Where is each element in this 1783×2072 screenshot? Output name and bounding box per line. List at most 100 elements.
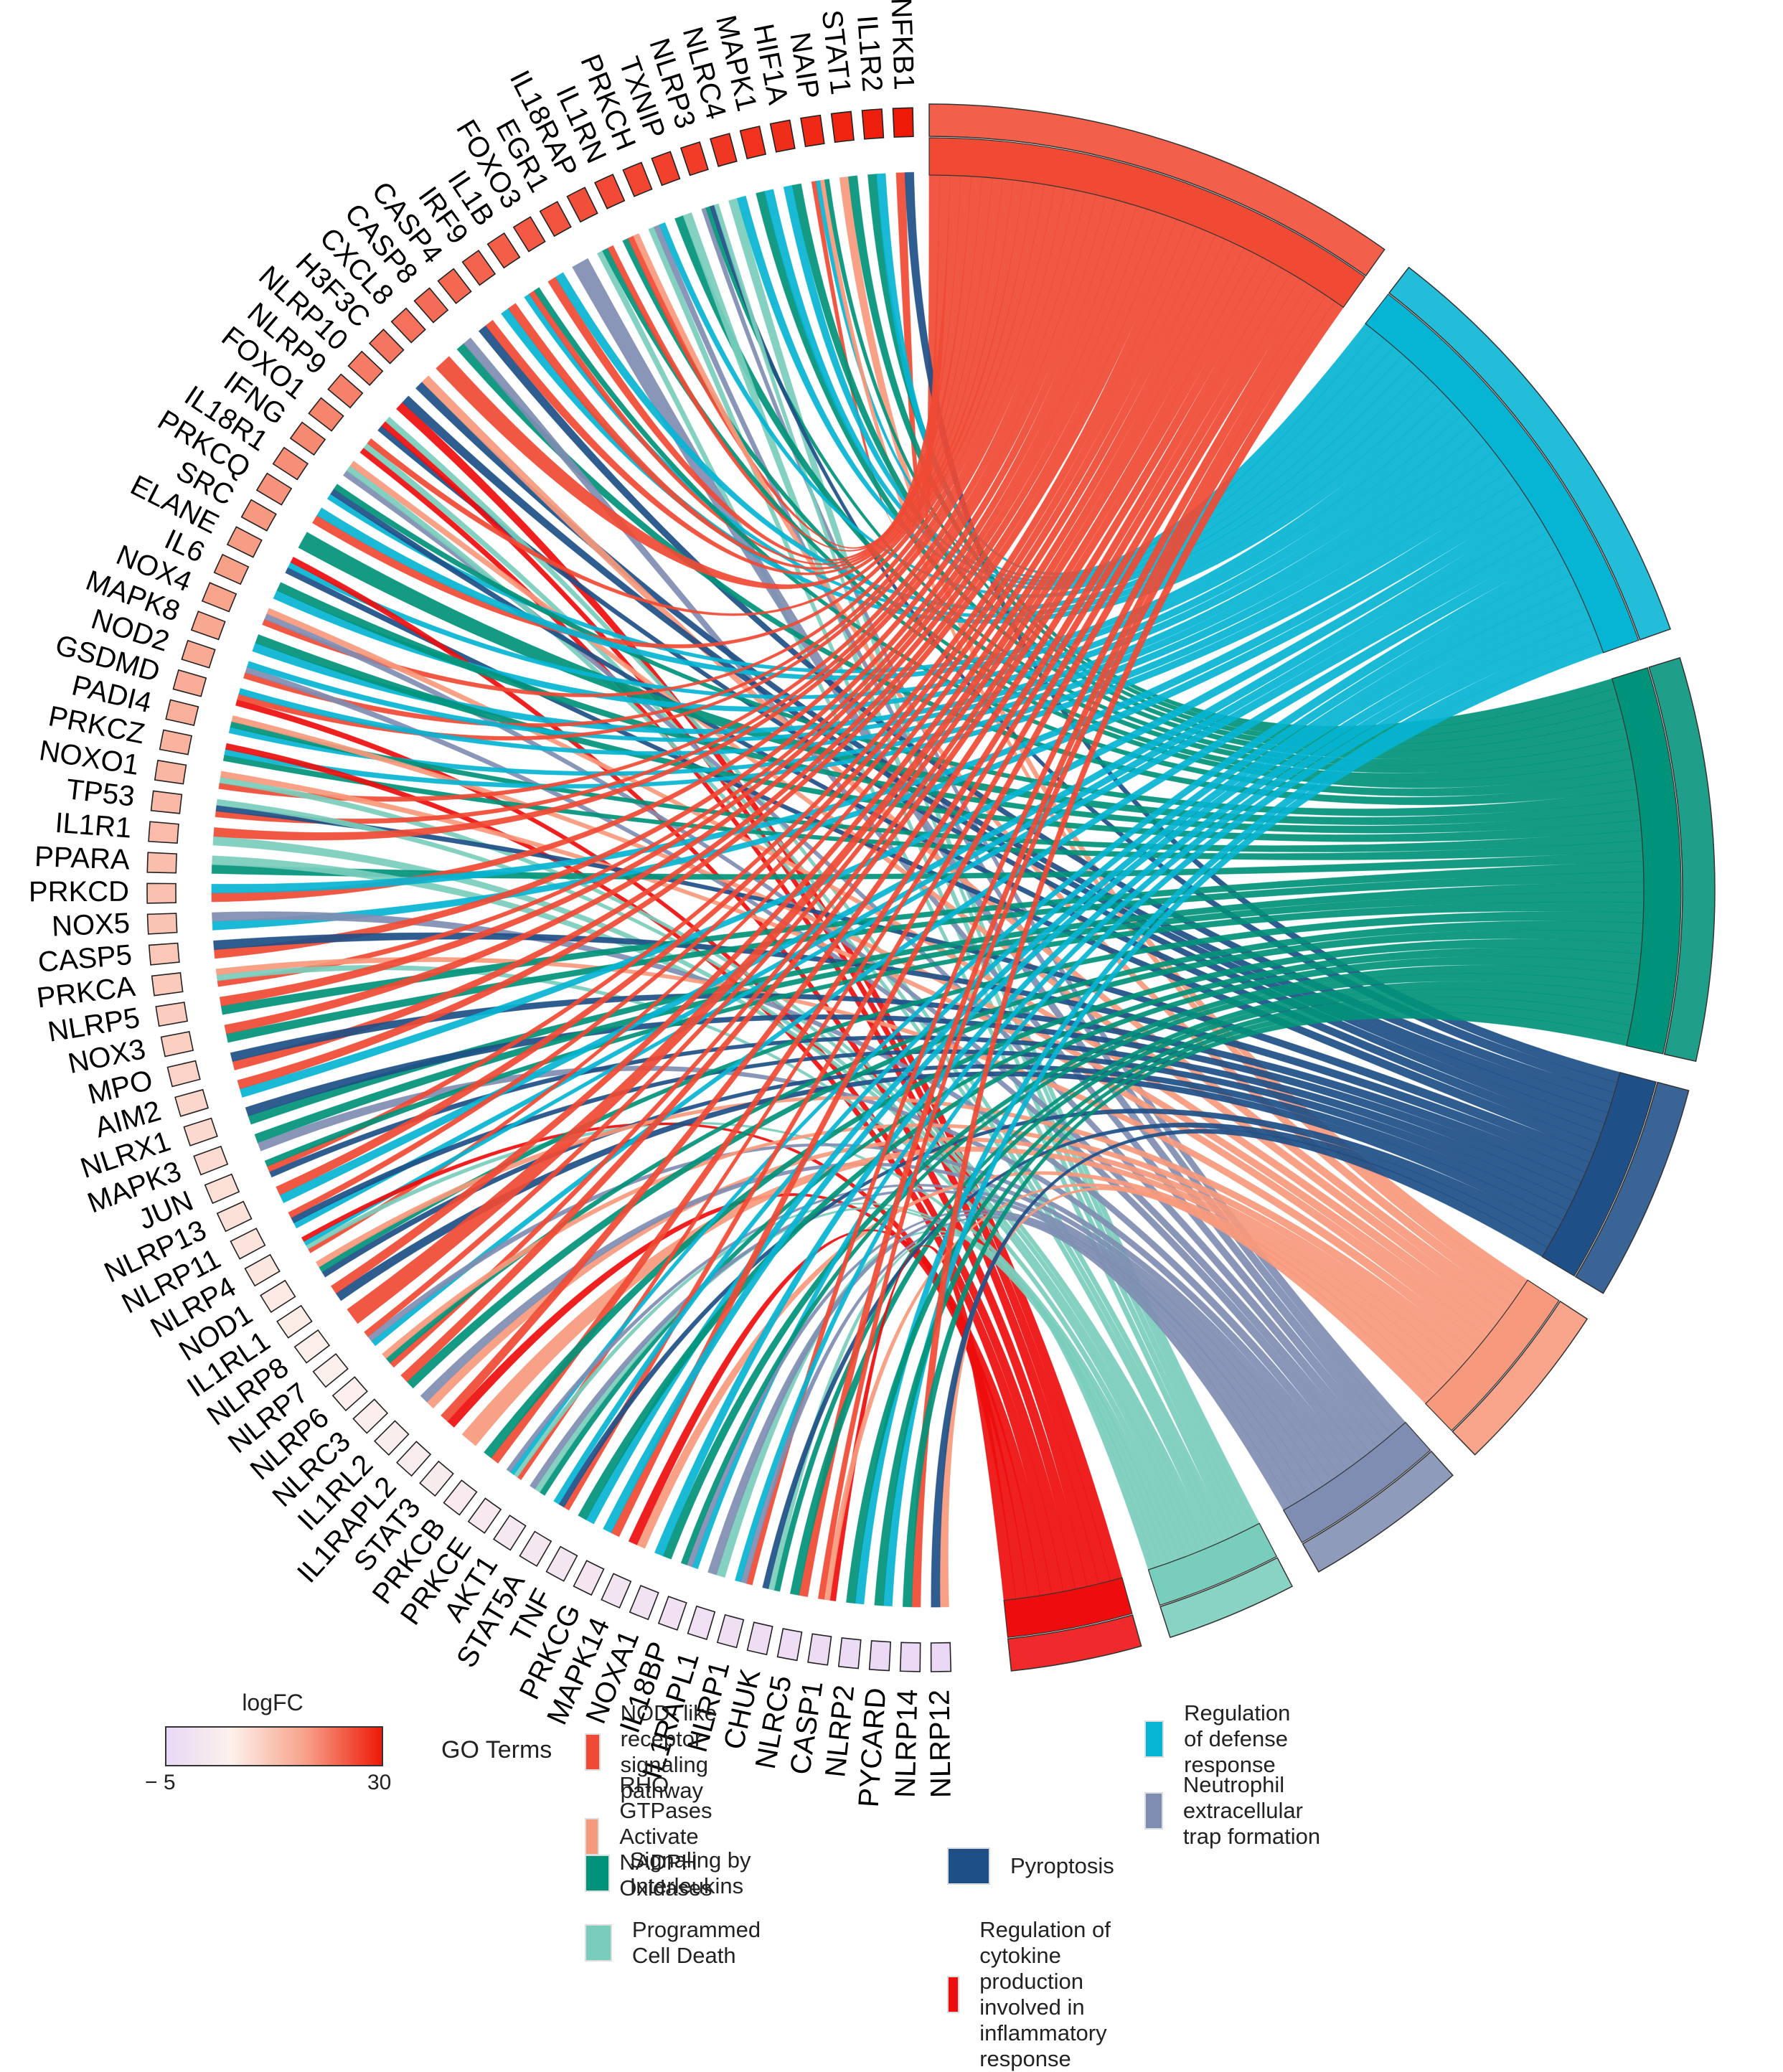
gene-cell-PADI4 xyxy=(165,699,199,726)
gene-cell-NOX5 xyxy=(146,913,178,935)
term-sector-inner-0 xyxy=(928,137,1366,309)
gene-cell-NAIP xyxy=(800,114,825,148)
chord-diagram: NFKB1IL1R2STAT1NAIPHIF1AMAPK1NLRC4NLRP3T… xyxy=(29,0,1716,1808)
gene-cell-IL1RN xyxy=(593,174,626,209)
go-terms-legend-title: GO Terms xyxy=(441,1736,552,1763)
gene-cell-AKT1 xyxy=(493,1515,527,1551)
term-sector-0 xyxy=(928,103,1386,277)
gene-cell-AIM2 xyxy=(174,1088,210,1117)
logfc-gradient-bar xyxy=(165,1726,383,1766)
gene-label-IL1R1: IL1R1 xyxy=(54,807,133,844)
gene-cell-FOXO1 xyxy=(308,397,344,432)
go-swatch-defense xyxy=(1144,1720,1165,1758)
term-sector-inner-4 xyxy=(1425,1279,1560,1431)
term-sector-3 xyxy=(1574,1081,1690,1294)
gene-cell-PYCARD xyxy=(868,1640,892,1672)
gene-cell-MAPK1 xyxy=(739,126,767,160)
term-sector-inner-5 xyxy=(1282,1421,1431,1543)
gene-cell-IL1RL1 xyxy=(276,1304,313,1339)
logfc-legend-title: logFC xyxy=(242,1690,304,1715)
term-sector-1 xyxy=(1388,266,1671,641)
gene-cell-MAPK14 xyxy=(601,1573,632,1609)
gene-cell-TP53 xyxy=(150,790,183,814)
term-sector-5 xyxy=(1302,1450,1454,1573)
go-swatch-interleukins xyxy=(585,1855,610,1892)
gene-cell-H3F3C xyxy=(368,329,405,364)
gene-cell-NOXO1 xyxy=(154,759,187,785)
gene-cell-NLRP8 xyxy=(293,1329,331,1364)
go-swatch-net xyxy=(1144,1792,1163,1830)
go-label-pcd: Programmed Cell Death xyxy=(631,1917,761,1968)
go-label-defense: Regulation of defense response xyxy=(1184,1700,1291,1777)
gene-cell-PRKCG xyxy=(573,1560,605,1596)
gene-cell-IL1RL2 xyxy=(374,1420,410,1456)
gene-cell-NOX4 xyxy=(201,582,237,613)
gene-cell-PRKCB xyxy=(443,1479,478,1516)
go-swatch-nod xyxy=(585,1733,601,1771)
gene-cell-IL1RAPL2 xyxy=(395,1441,432,1477)
term-sector-2 xyxy=(1648,656,1716,1063)
gene-cell-CASP5 xyxy=(148,942,180,966)
gene-cell-IRF9 xyxy=(461,250,497,286)
gene-label-PYCARD: PYCARD xyxy=(853,1687,893,1808)
term-sector-6 xyxy=(1159,1557,1293,1639)
term-sector-inner-3 xyxy=(1541,1072,1657,1277)
gene-cell-NLRP9 xyxy=(327,373,364,409)
gene-label-IL1R2: IL1R2 xyxy=(851,14,888,93)
gene-cell-NLRP12 xyxy=(930,1642,952,1672)
gene-cell-PRKCH xyxy=(622,161,653,197)
gene-cell-NLRP2 xyxy=(837,1637,862,1670)
gene-cell-NLRC3 xyxy=(352,1398,389,1434)
gene-label-NLRP12: NLRP12 xyxy=(923,1690,956,1799)
gene-cell-NLRC5 xyxy=(776,1628,803,1662)
gene-cell-CHUK xyxy=(746,1621,773,1656)
logfc-legend: logFC − 5 30 xyxy=(145,1690,409,1796)
gene-cell-CASP8 xyxy=(413,287,449,324)
gene-cell-SRC xyxy=(240,499,277,532)
go-swatch-pcd xyxy=(585,1924,612,1962)
gene-cell-CASP1 xyxy=(807,1633,832,1666)
gene-cell-NOXA1 xyxy=(629,1584,659,1621)
gene-cell-PRKCE xyxy=(467,1497,502,1534)
term-sector-inner-1 xyxy=(1365,293,1639,654)
gene-cell-NLRP5 xyxy=(155,1002,189,1027)
gene-cell-IL1R2 xyxy=(861,108,885,140)
gene-cell-NLRC4 xyxy=(710,133,738,167)
gene-cell-NLRP1 xyxy=(716,1614,745,1649)
gene-cell-FOXO3 xyxy=(512,216,546,253)
gene-cell-NLRP7 xyxy=(312,1353,349,1388)
go-label-rho: RHO GTPases Activate NADPH Oxidases xyxy=(619,1772,712,1901)
gene-cell-MAPK3 xyxy=(193,1145,229,1176)
gene-cell-NOD1 xyxy=(260,1279,296,1314)
gene-cell-IL18R1 xyxy=(272,446,309,481)
go-label-pyroptosis: Pyroptosis xyxy=(1010,1853,1114,1878)
gene-cell-IL1B xyxy=(486,232,521,269)
gene-cell-layer xyxy=(146,107,952,1672)
gene-cell-PRKCQ xyxy=(255,472,293,506)
gene-cell-PRKCD xyxy=(146,882,177,904)
term-sector-inner-7 xyxy=(1003,1577,1133,1638)
gene-cell-JUN xyxy=(204,1173,240,1205)
go-label-interleukins: Signaling by Interleukins xyxy=(629,1847,751,1898)
gene-label-CASP5: CASP5 xyxy=(37,939,133,979)
gene-cell-NLRP6 xyxy=(331,1376,368,1412)
gene-cell-IL18BP xyxy=(657,1596,687,1631)
gene-cell-NLRP11 xyxy=(230,1228,266,1260)
logfc-ticks: − 5 30 xyxy=(145,1771,391,1796)
term-sector-layer xyxy=(928,103,1716,1672)
go-swatch-pyroptosis xyxy=(947,1847,990,1885)
gene-cell-NLRP4 xyxy=(244,1253,281,1287)
logfc-max-label: 30 xyxy=(367,1771,392,1794)
gene-cell-PRKCZ xyxy=(159,729,193,755)
gene-cell-ELANE xyxy=(226,526,263,558)
gene-cell-IL1R1 xyxy=(148,821,179,844)
term-sector-4 xyxy=(1452,1300,1589,1456)
gene-cell-IL1RAPL1 xyxy=(687,1605,716,1640)
gene-cell-IFNG xyxy=(289,421,326,456)
go-swatch-cytokine xyxy=(947,1976,960,2013)
go-label-net: Neutrophil extracellular trap formation xyxy=(1182,1772,1321,1849)
term-sector-inner-6 xyxy=(1147,1522,1278,1606)
gene-cell-NOX3 xyxy=(160,1031,194,1058)
term-sector-7 xyxy=(1007,1614,1142,1672)
gene-cell-EGR1 xyxy=(539,200,572,237)
